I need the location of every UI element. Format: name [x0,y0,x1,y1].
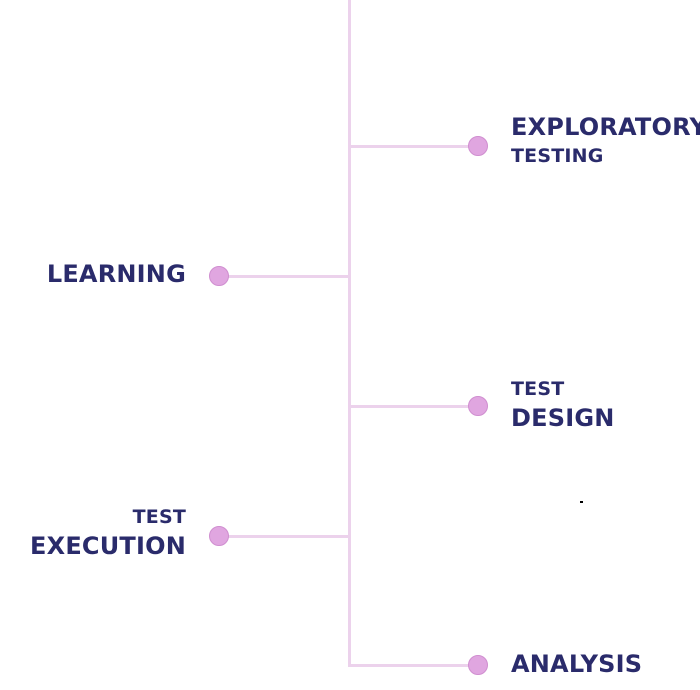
node-label-learning: LEARNING [47,258,186,290]
node-label-exploratory-testing: EXPLORATORY TESTING [511,111,700,169]
connector-test-design [349,405,479,408]
node-label-test-design: TEST DESIGN [511,376,615,434]
node-label-analysis: ANALYSIS [511,648,642,680]
node-dot-learning [209,266,229,286]
learning-label-line1: LEARNING [46,260,186,288]
test-execution-label-line1: TEST [132,506,186,528]
connector-exploratory-testing [349,145,479,148]
exploratory-label-line1: EXPLORATORY [511,113,700,141]
test-execution-label-line2: EXECUTION [30,532,186,560]
node-dot-test-execution [209,526,229,546]
connector-analysis [349,664,479,667]
node-dot-analysis [468,655,488,675]
node-dot-exploratory-testing [468,136,488,156]
connector-test-execution [220,535,350,538]
stray-mark [580,501,583,503]
node-label-test-execution: TEST EXECUTION [30,504,186,562]
analysis-label-line1: ANALYSIS [511,650,643,678]
timeline-spine [348,0,351,667]
exploratory-label-line2: TESTING [511,145,604,167]
connector-learning [220,275,350,278]
test-design-label-line1: TEST [511,378,565,400]
test-design-label-line2: DESIGN [511,404,615,432]
node-dot-test-design [468,396,488,416]
